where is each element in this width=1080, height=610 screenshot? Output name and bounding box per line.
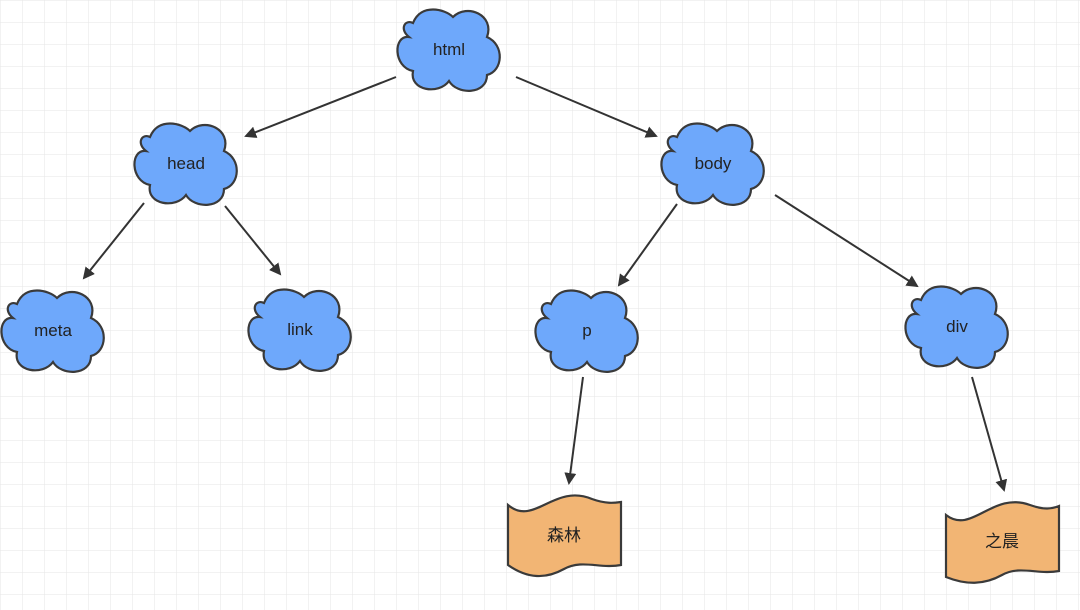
edge-div-text — [971, 376, 1008, 492]
node-head: head — [133, 122, 238, 206]
cloud-shape — [904, 285, 1009, 369]
node-meta-label: meta — [34, 321, 72, 340]
node-div-label: div — [946, 317, 968, 336]
node-text-div: 之晨 — [944, 501, 1061, 584]
cloud-shape — [247, 288, 352, 372]
node-text-div-label: 之晨 — [985, 532, 1019, 552]
edge-html-body — [515, 76, 658, 138]
node-div: div — [904, 285, 1009, 369]
edge-p-text — [564, 376, 584, 485]
cloud-shape — [534, 289, 639, 373]
edge-html-head — [244, 76, 397, 138]
cloud-shape — [133, 122, 238, 206]
node-link: link — [247, 288, 352, 372]
node-html: html — [396, 8, 501, 92]
document-shape — [944, 501, 1061, 584]
node-p-label: p — [582, 321, 591, 340]
node-link-label: link — [287, 320, 313, 339]
cloud-shape — [396, 8, 501, 92]
edge-head-link — [224, 205, 282, 276]
node-body-label: body — [695, 154, 732, 173]
cloud-shape — [660, 122, 765, 206]
node-meta: meta — [0, 289, 105, 373]
edge-body-p — [617, 203, 678, 287]
nodes-layer: html head body meta link p div 森 — [0, 8, 1061, 584]
cloud-shape — [0, 289, 105, 373]
node-text-p: 森林 — [506, 494, 623, 578]
edge-head-meta — [82, 202, 145, 280]
node-p: p — [534, 289, 639, 373]
document-shape — [506, 494, 623, 578]
node-html-label: html — [433, 40, 465, 59]
node-head-label: head — [167, 154, 205, 173]
node-body: body — [660, 122, 765, 206]
edge-body-div — [774, 194, 919, 288]
node-text-p-label: 森林 — [547, 526, 581, 546]
edges-layer — [82, 76, 1008, 492]
